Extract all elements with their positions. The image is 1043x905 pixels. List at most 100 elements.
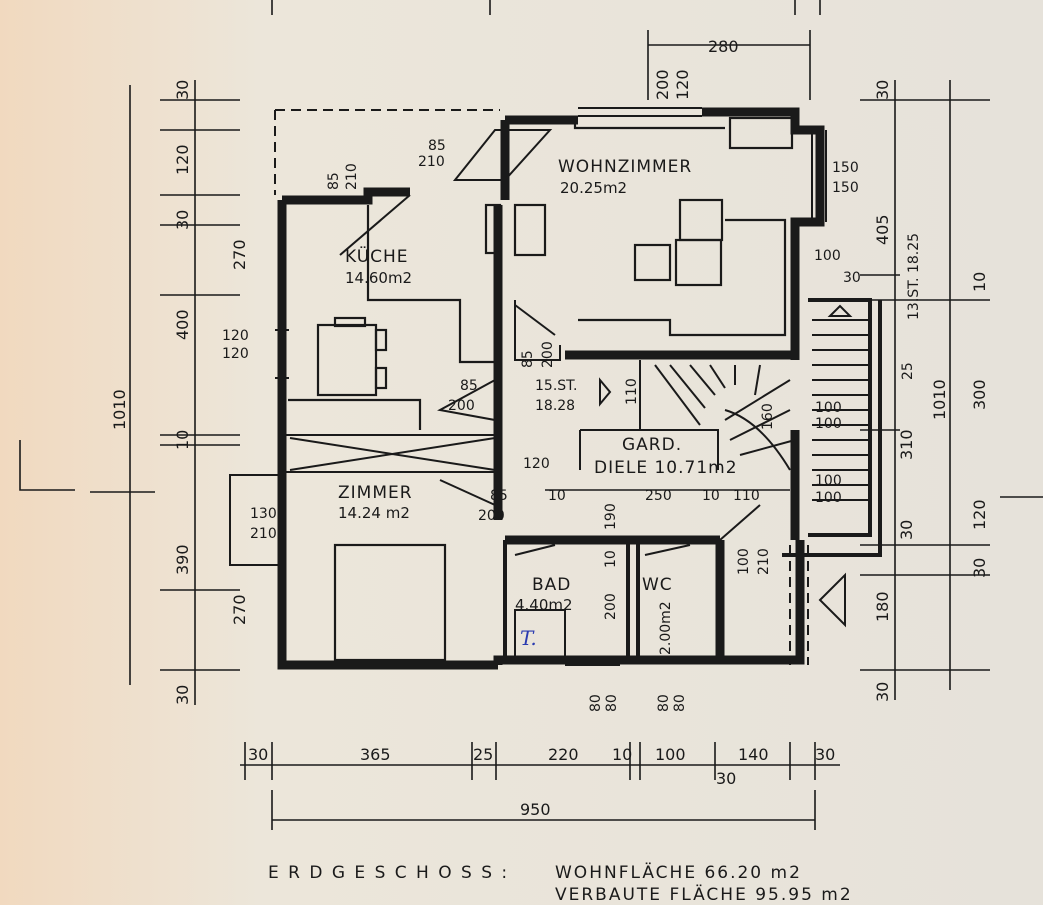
dim-left-2: 120: [173, 144, 192, 175]
room-name-diele: DIELE 10.71m2: [594, 458, 738, 478]
room-label-gard: GARD.: [622, 435, 682, 455]
windows: [275, 107, 827, 666]
right-dimensions: 1010 30 405 10 300 120 30 180 30 25 310 …: [860, 80, 1043, 702]
dim-door-a2: 210: [418, 154, 445, 170]
room-labels: WOHNZIMMER 20.25m2 KÜCHE 14.60m2 ZIMMER …: [338, 157, 922, 655]
dim-st-100a: 100: [815, 400, 842, 416]
dim-left-9: 30: [173, 685, 192, 705]
outer-stair-label: 13.ST. 18.25: [906, 233, 922, 320]
dashed-outline: [274, 109, 809, 665]
dim-st-100c: 100: [815, 473, 842, 489]
dim-left-1: 30: [173, 80, 192, 100]
dim-door-e2: 200: [478, 508, 505, 524]
dim-diele-120: 120: [523, 456, 550, 472]
bad-handwritten-mark: T.: [520, 626, 537, 650]
doors: [229, 129, 761, 566]
dim-top-120: 120: [673, 69, 692, 100]
top-dimensions: 280 200 120: [271, 0, 821, 100]
dim-door-d2: 200: [540, 341, 556, 368]
dim-right-2: 405: [873, 214, 892, 245]
dim-left-7: 390: [173, 544, 192, 575]
dim-left-5: 400: [173, 309, 192, 340]
room-area-wc: 2.00m2: [658, 601, 674, 655]
dim-right-4: 300: [970, 379, 989, 410]
dim-bottom-4: 220: [548, 745, 579, 764]
dim-right-inner-1: 25: [900, 362, 916, 380]
dim-win-z2: 210: [250, 526, 277, 542]
dim-right-total: 1010: [930, 379, 949, 420]
dim-right-7: 180: [873, 591, 892, 622]
dim-st-100d: 100: [815, 490, 842, 506]
outer-walls: [277, 107, 882, 670]
dim-left-3: 30: [173, 210, 192, 230]
dim-win-wz2: 150: [832, 180, 859, 196]
dim-top-280: 280: [708, 37, 739, 56]
dim-st-100b: 100: [815, 416, 842, 432]
dim-door-d1: 85: [520, 350, 536, 368]
dim-right-8: 30: [873, 682, 892, 702]
outer-stair: [812, 304, 868, 628]
dim-bad-80a: 80: [588, 694, 604, 712]
room-name-bad: BAD: [532, 575, 571, 595]
dim-right-5: 120: [970, 499, 989, 530]
dim-bottom-8: 30: [815, 745, 835, 764]
dim-e-100: 100: [736, 548, 752, 575]
stair-rise-label: 18.28: [535, 398, 575, 414]
dim-wz-100: 100: [814, 248, 841, 264]
dim-wz-30: 30: [843, 270, 861, 286]
room-name-zimmer: ZIMMER: [338, 483, 413, 503]
dim-door-c2: 200: [448, 398, 475, 414]
furniture: [288, 116, 794, 662]
dim-left-6: 10: [173, 430, 192, 450]
dim-win-z1: 130: [250, 506, 277, 522]
dim-top-200: 200: [653, 69, 672, 100]
opening-dimensions: 85 210 85 210 120 120 85 200 85 200 85 2…: [222, 138, 861, 712]
dim-diele-200: 200: [603, 593, 619, 620]
dim-win-k1: 120: [222, 328, 249, 344]
dim-diele-10c: 10: [603, 550, 619, 568]
stair-steps-label: 15.ST.: [535, 378, 578, 394]
dim-right-3: 10: [970, 272, 989, 292]
dim-left-4: 270: [230, 239, 249, 270]
footer-floor-label: E R D G E S C H O S S :: [268, 863, 509, 883]
dim-bottom-sub: 30: [716, 769, 736, 788]
room-area-zimmer: 14.24 m2: [338, 504, 410, 522]
dim-right-inner-2: 310: [897, 429, 916, 460]
dim-door-b1: 85: [326, 172, 342, 190]
dim-st-160: 160: [760, 403, 776, 430]
footer-wohnflaeche: WOHNFLÄCHE 66.20 m2: [555, 862, 802, 883]
dim-bad-80b: 80: [604, 694, 620, 712]
dim-win-k2: 120: [222, 346, 249, 362]
room-name-wohnzimmer: WOHNZIMMER: [558, 157, 692, 177]
dim-diele-10a: 10: [548, 488, 566, 504]
main-stair: [599, 360, 796, 471]
left-dimensions: 1010 30 120 30 270 400 10 390 270 30: [19, 80, 249, 705]
dim-diele-250: 250: [645, 488, 672, 504]
dim-win-wz1: 150: [832, 160, 859, 176]
dim-door-c1: 85: [460, 378, 478, 394]
dim-right-6: 30: [970, 558, 989, 578]
room-area-bad: 4.40m2: [515, 596, 573, 614]
dim-door-a1: 85: [428, 138, 446, 154]
bottom-dimensions: 30 365 25 220 10 100 140 30 30 950: [240, 742, 840, 830]
footer-verbaute-flaeche: VERBAUTE FLÄCHE 95.95 m2: [555, 884, 853, 905]
dim-st-110: 110: [624, 378, 640, 405]
dim-diele-10b: 10: [702, 488, 720, 504]
room-name-wc: WC: [642, 575, 673, 595]
dim-right-1: 30: [873, 80, 892, 100]
dim-bottom-6: 100: [655, 745, 686, 764]
dim-bottom-7: 140: [738, 745, 769, 764]
dim-diele-110: 110: [733, 488, 760, 504]
interior-walls: [286, 205, 795, 660]
dim-bottom-5: 10: [612, 745, 632, 764]
dim-bottom-2: 365: [360, 745, 391, 764]
dim-left-outer: 1010: [110, 389, 129, 430]
room-name-kueche: KÜCHE: [345, 245, 409, 267]
room-area-kueche: 14.60m2: [345, 269, 412, 287]
dim-wc-80a: 80: [656, 694, 672, 712]
dim-door-e1: 85: [490, 488, 508, 504]
dim-bottom-total: 950: [520, 800, 551, 819]
dim-e-210: 210: [756, 548, 772, 575]
dim-diele-190: 190: [603, 503, 619, 530]
